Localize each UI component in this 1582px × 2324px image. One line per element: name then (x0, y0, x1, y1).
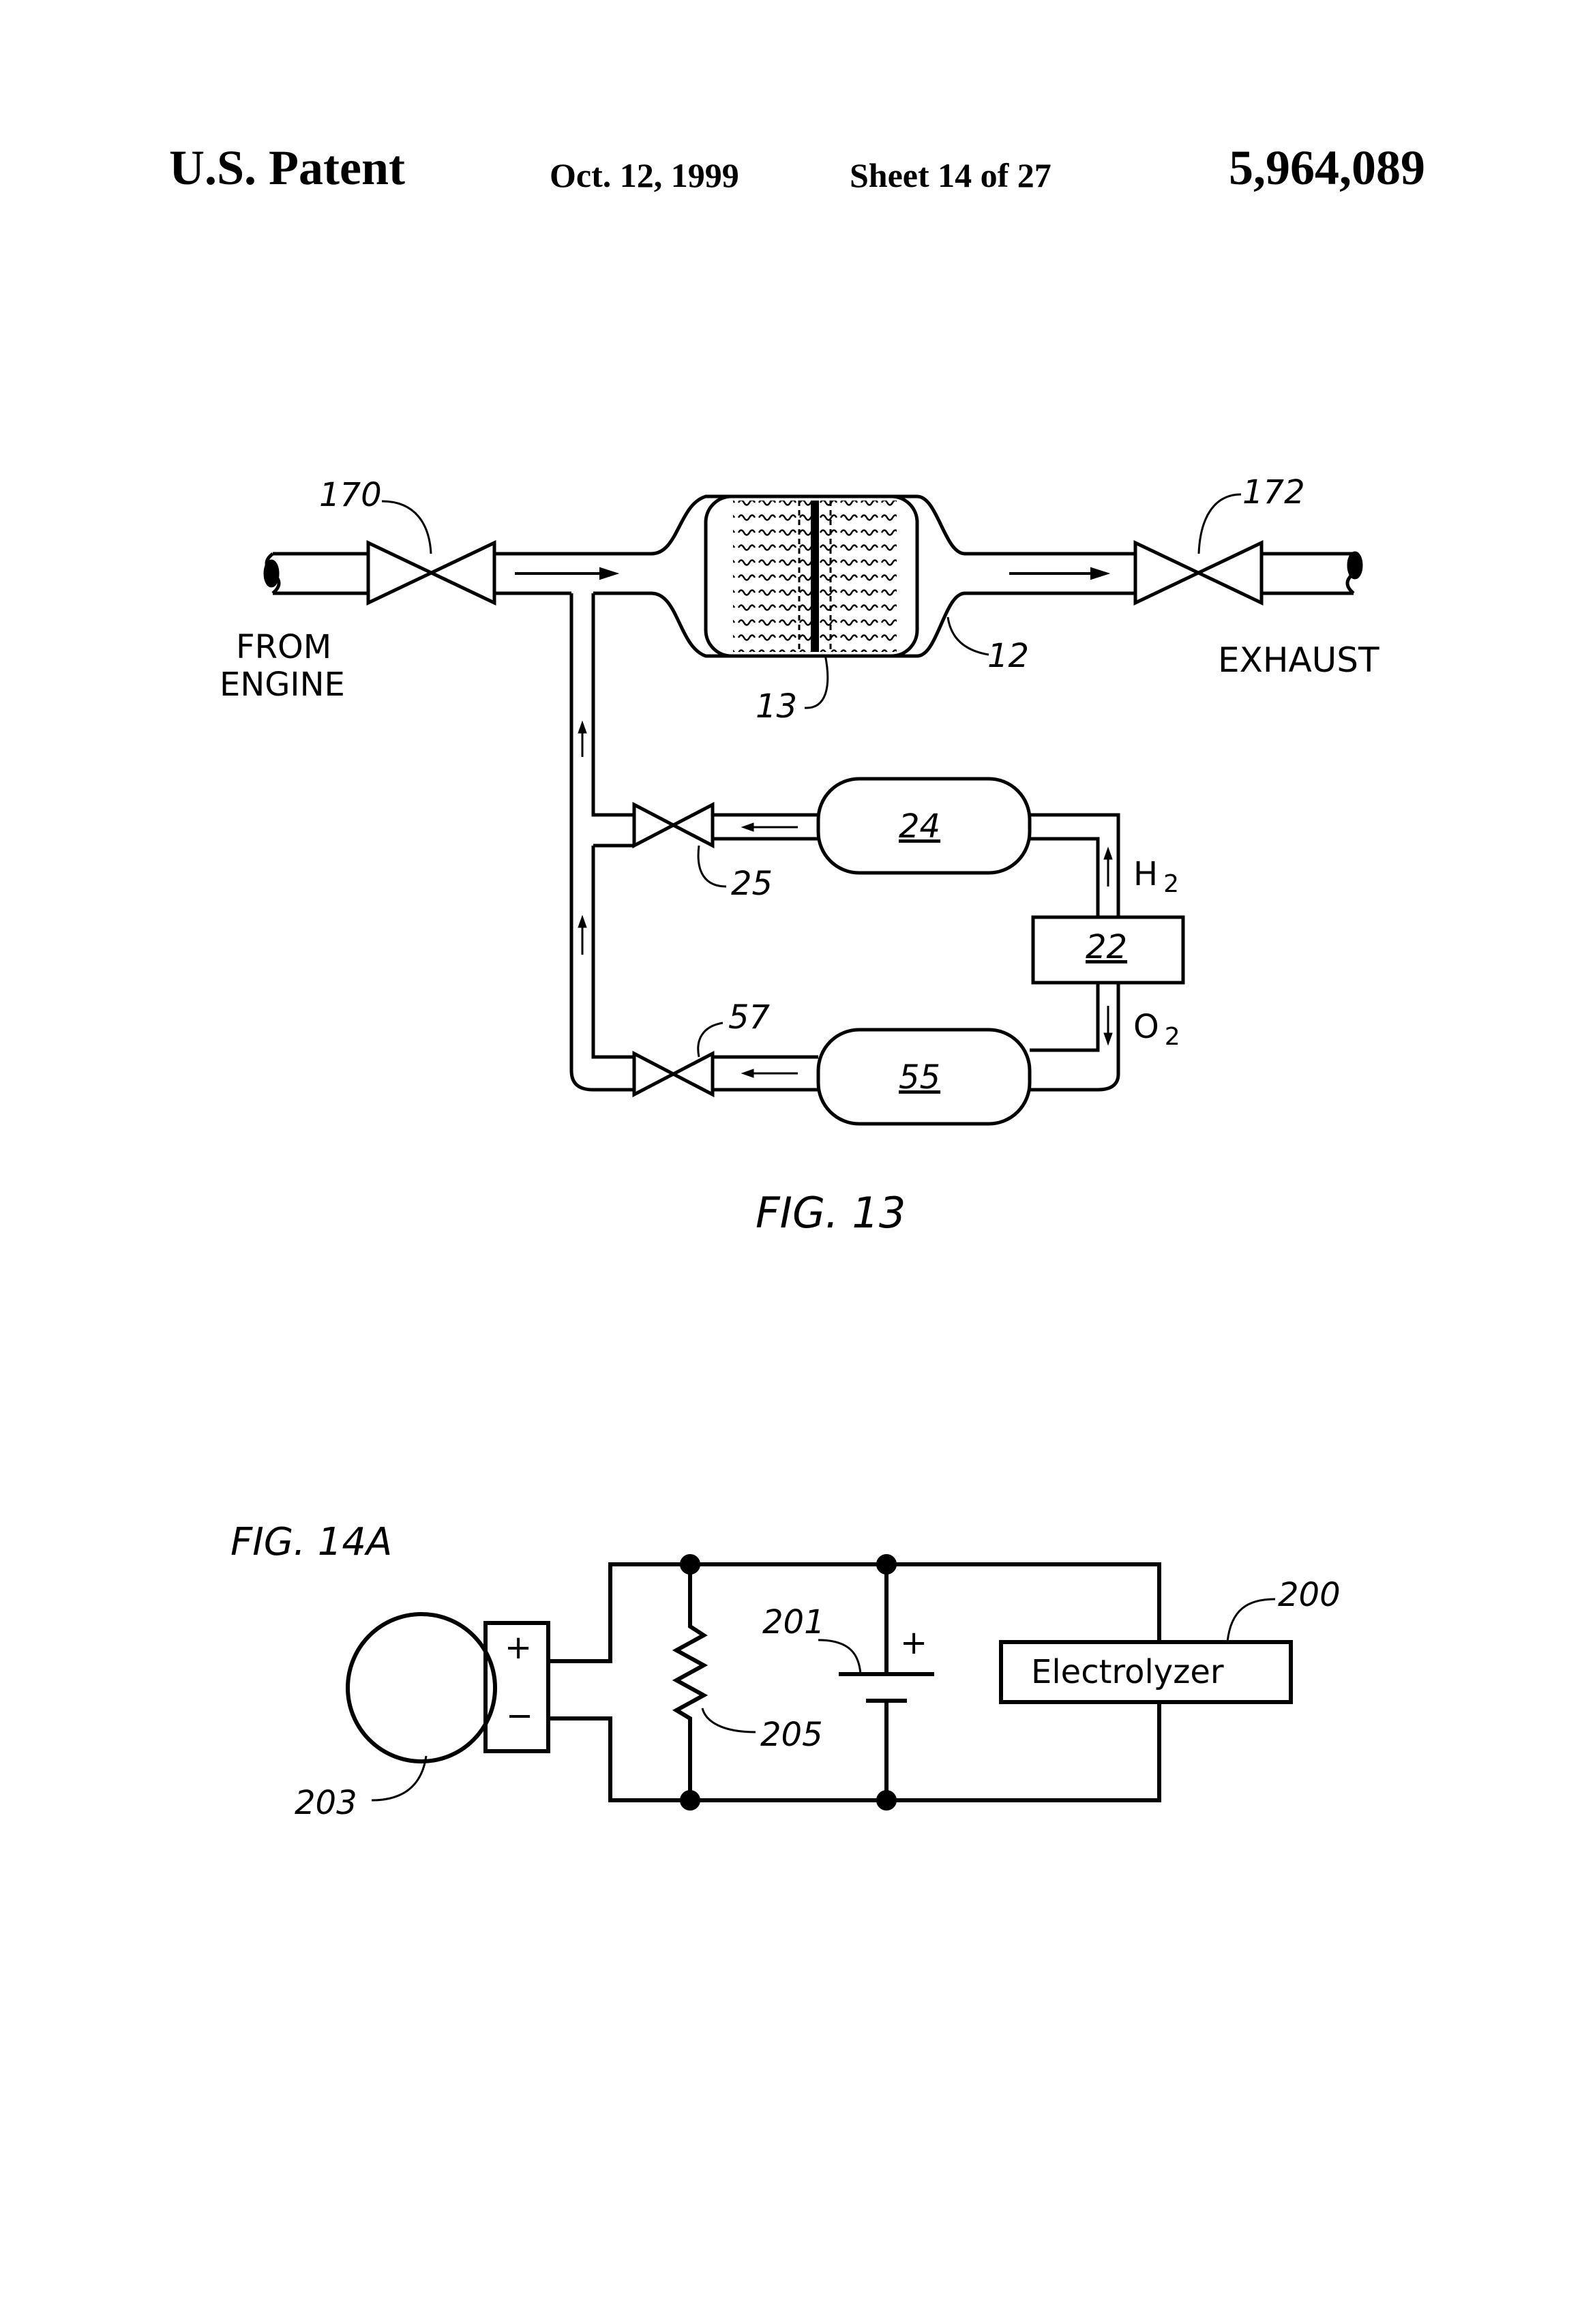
ref-203: 203 (295, 1784, 357, 1822)
arrow-o2-line (742, 1069, 798, 1077)
from-engine-label-line1: FROM (236, 628, 331, 666)
leader-205 (702, 1708, 756, 1732)
generator-203 (348, 1614, 495, 1761)
battery-201 (839, 1564, 934, 1800)
ref-12: 12 (987, 637, 1029, 675)
leader-25 (698, 846, 726, 887)
main-pipe-top (494, 496, 747, 554)
branch-arrow-upper (578, 721, 586, 757)
ref-170: 170 (319, 476, 382, 514)
o2-label: O2 (1133, 1008, 1180, 1051)
resistor-205 (676, 1564, 704, 1800)
from-engine-label-line2: ENGINE (220, 666, 345, 704)
fig13-diagram (265, 494, 1361, 1124)
inlet-pipe (273, 554, 368, 593)
exhaust-pipe (1262, 554, 1354, 593)
battery-plus: + (900, 1624, 927, 1662)
flow-arrow-inlet (515, 568, 617, 579)
ref-201: 201 (762, 1603, 825, 1641)
arrow-h2-up (1104, 848, 1112, 887)
leader-200 (1227, 1599, 1275, 1642)
ref-24: 24 (899, 807, 940, 846)
leader-12 (948, 617, 989, 655)
valve-57 (634, 1054, 713, 1094)
arrow-o2-down (1104, 1006, 1112, 1045)
leader-13 (805, 655, 828, 708)
arrow-h2-line (742, 823, 798, 831)
ref-13: 13 (756, 687, 797, 726)
flow-arrow-outlet (1009, 568, 1108, 579)
exhaust-label: EXHAUST (1218, 640, 1379, 680)
fig14a-caption: FIG. 14A (230, 1520, 392, 1564)
generator-plus: + (505, 1628, 532, 1667)
main-pipe-bottom (494, 593, 747, 656)
fig13-caption: FIG. 13 (756, 1188, 906, 1238)
ref-57: 57 (728, 998, 771, 1037)
ref-55: 55 (899, 1058, 940, 1097)
ref-25: 25 (731, 865, 773, 903)
leader-201 (818, 1640, 861, 1674)
leader-57 (698, 1023, 723, 1057)
electrolyzer-label: Electrolyzer (1031, 1653, 1224, 1691)
generator-minus: − (506, 1697, 533, 1735)
ref-205: 205 (760, 1716, 823, 1754)
ref-200: 200 (1278, 1576, 1341, 1614)
valve-25 (634, 805, 713, 846)
ref-172: 172 (1242, 473, 1305, 511)
branch-arrow-lower (578, 916, 586, 955)
leader-170 (382, 501, 431, 554)
h2-label: H2 (1133, 855, 1179, 898)
leader-172 (1199, 494, 1241, 554)
branch-pipe (571, 593, 634, 1090)
ref-22: 22 (1086, 928, 1127, 966)
